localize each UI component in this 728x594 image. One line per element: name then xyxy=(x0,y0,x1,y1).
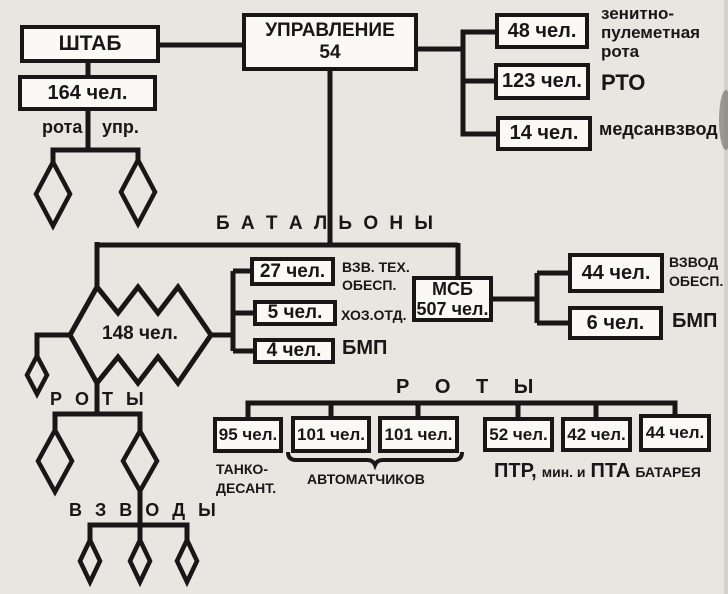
vzvod-diamond-1 xyxy=(77,534,103,588)
medical-platoon-label: медсанвзвод xyxy=(599,119,718,139)
aa-mg-company-strength-box: 48 чел. xyxy=(495,13,589,49)
rota-diamond-left xyxy=(35,425,75,497)
company-strength-box-42: 42 чел. xyxy=(561,417,632,452)
tank-battalion-triple-diamond-symbol xyxy=(67,282,215,388)
command-box-title: УПРАВЛЕНИЕ xyxy=(265,20,395,41)
platoons-heading: В З В О Д Ы xyxy=(69,500,220,520)
company-strength-box-101b: 101 чел. xyxy=(378,416,459,453)
bracket-roty-right xyxy=(245,400,678,417)
submachine-gunners-label: АВТОМАТЧИКОВ xyxy=(307,471,425,487)
msb-box-strength: 507 чел. xyxy=(416,299,489,319)
ptr-label-part1: ПТР, xyxy=(494,460,537,482)
company-strength-box-101a: 101 чел. xyxy=(291,416,371,453)
ptr-mortar-pta-battery-label: ПТР, мин. и ПТА БАТАРЕЯ xyxy=(494,460,701,483)
company-diamond-right xyxy=(118,155,158,229)
company-diamond-left xyxy=(33,157,73,231)
msb-bmp-strength-box: 6 чел. xyxy=(568,306,663,340)
company-strength-box-52: 52 чел. xyxy=(483,417,554,452)
unit-diamond-symbols xyxy=(24,155,200,588)
msb-support-platoon-strength-box: 44 чел. xyxy=(568,253,664,293)
battalion-small-diamond xyxy=(24,351,50,399)
command-box: УПРАВЛЕНИЕ 54 xyxy=(242,13,418,71)
rto-label: РТО xyxy=(601,70,646,95)
bracket-rota-upr xyxy=(50,147,141,164)
household-section-label: ХОЗ.ОТД. xyxy=(341,307,407,323)
companies-heading-left: Р О Т Ы xyxy=(50,389,148,409)
hq-company-label-right: упр. xyxy=(102,117,139,137)
msb-support-platoon-label: ВЗВОД ОБЕСП. xyxy=(669,254,724,289)
tech-support-platoon-label: ВЗВ. ТЕХ. ОБЕСП. xyxy=(342,259,410,293)
vzvod-diamond-2 xyxy=(127,534,153,588)
rota-diamond-right xyxy=(120,426,160,496)
companies-heading-right: Р О Т Ы xyxy=(396,376,544,398)
bmp-label: БМП xyxy=(342,337,388,359)
company-strength-box-44: 44 чел. xyxy=(639,414,711,452)
msb-box: МСБ 507 чел. xyxy=(412,276,493,322)
ptr-label-part3: ПТА xyxy=(590,460,631,482)
msb-bmp-label: БМП xyxy=(672,310,718,332)
staff-box: ШТАБ xyxy=(20,25,160,63)
vzvod-diamond-3 xyxy=(174,534,200,588)
battalions-heading: Б А Т А Л Ь О Н Ы xyxy=(216,213,437,234)
aa-mg-company-label: зенитно- пулеметная рота xyxy=(601,4,701,61)
tech-support-platoon-strength-box: 27 чел. xyxy=(250,257,335,286)
msb-box-name: МСБ xyxy=(432,279,473,299)
command-box-number: 54 xyxy=(319,42,341,63)
connector-lines xyxy=(34,29,678,541)
ptr-label-part4: БАТАРЕЯ xyxy=(635,464,701,480)
staff-strength-box: 164 чел. xyxy=(18,75,157,111)
ptr-label-part2: мин. и xyxy=(541,464,586,480)
bmp-strength-box: 4 чел. xyxy=(253,338,335,364)
brace-avtomatchikov xyxy=(286,451,464,471)
rto-strength-box: 123 чел. xyxy=(494,63,590,100)
bracket-roty-left xyxy=(52,411,143,432)
elbow-battalion-left xyxy=(34,332,70,357)
tank-landing-company-label: ТАНКО- ДЕСАНТ. xyxy=(216,461,277,496)
hq-company-label-left: рота xyxy=(42,117,83,137)
company-strength-box-95: 95 чел. xyxy=(213,417,283,453)
household-section-strength-box: 5 чел. xyxy=(253,300,337,326)
medical-platoon-strength-box: 14 чел. xyxy=(496,116,592,151)
scan-artifact-smudge xyxy=(719,90,728,150)
scan-artifact-edge xyxy=(724,0,728,594)
tank-battalion-strength: 148 чел. xyxy=(102,323,178,344)
